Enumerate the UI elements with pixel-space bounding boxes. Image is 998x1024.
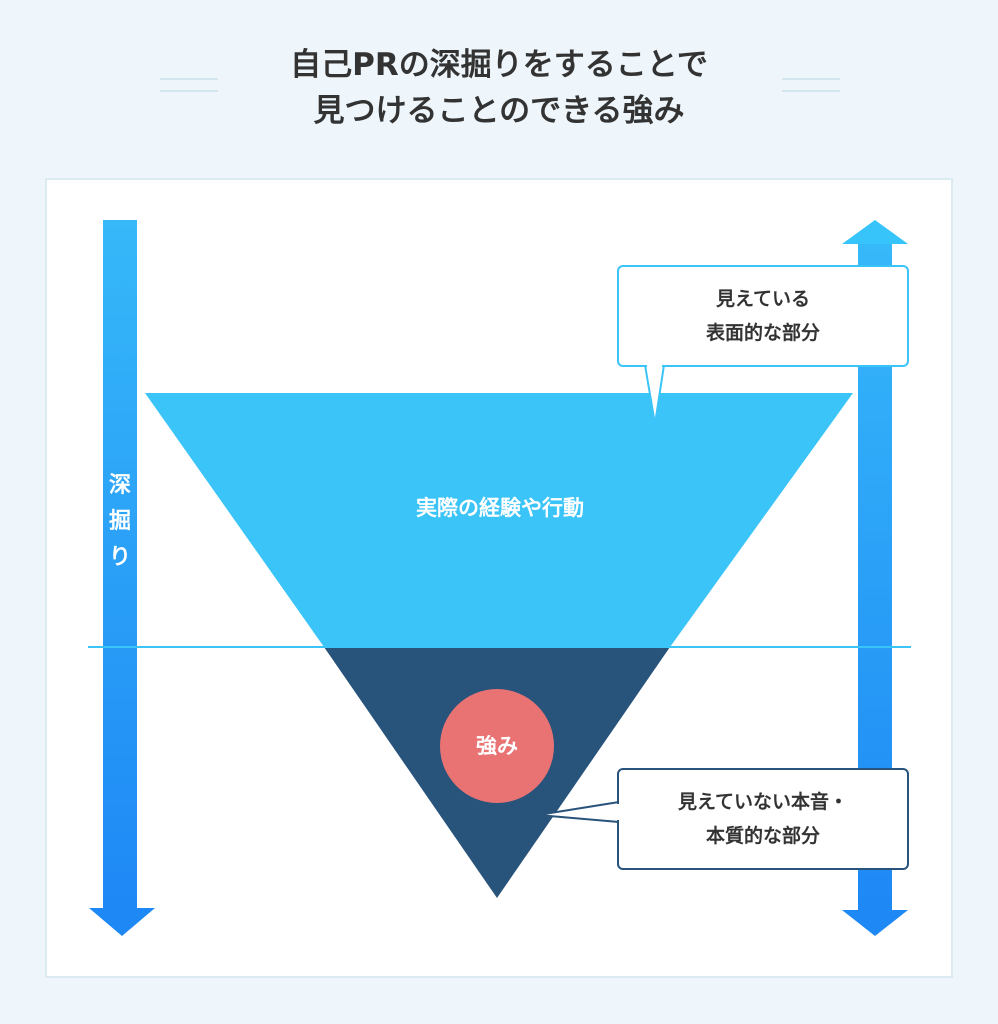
page-title: 自己PRの深掘りをすることで 見つけることのできる強み [0,42,998,134]
depth-label-char-2: 掘 [108,509,131,534]
depth-label-char-3: り [108,545,131,570]
depth-label-char-1: 深 [108,473,131,498]
upper-section-label: 実際の経験や行動 [416,496,584,520]
callout-visible-surface: 見えている 表面的な部分 [617,265,909,367]
callout-hidden-core: 見えていない本音・ 本質的な部分 [617,768,909,870]
title-line-1: 自己PRの深掘りをすることで [290,47,708,83]
callout-top-line-2: 表面的な部分 [705,322,820,344]
callout-bottom-line-1: 見えていない本音・ [677,791,849,813]
callout-top-line-1: 見えている [715,288,811,310]
core-label: 強み [476,734,518,758]
callout-top-tail-joint [647,363,662,368]
depth-arrow-left [89,220,155,936]
callout-bottom-tail-joint [615,804,621,820]
upper-triangle-section [145,393,853,647]
callout-bottom-line-2: 本質的な部分 [705,825,820,847]
depth-arrow-label: 深 掘 り [103,468,137,576]
title-line-2: 見つけることのできる強み [313,93,685,129]
title-decoration-left [160,78,218,92]
title-decoration-right [782,78,840,92]
core-circle [440,689,554,803]
